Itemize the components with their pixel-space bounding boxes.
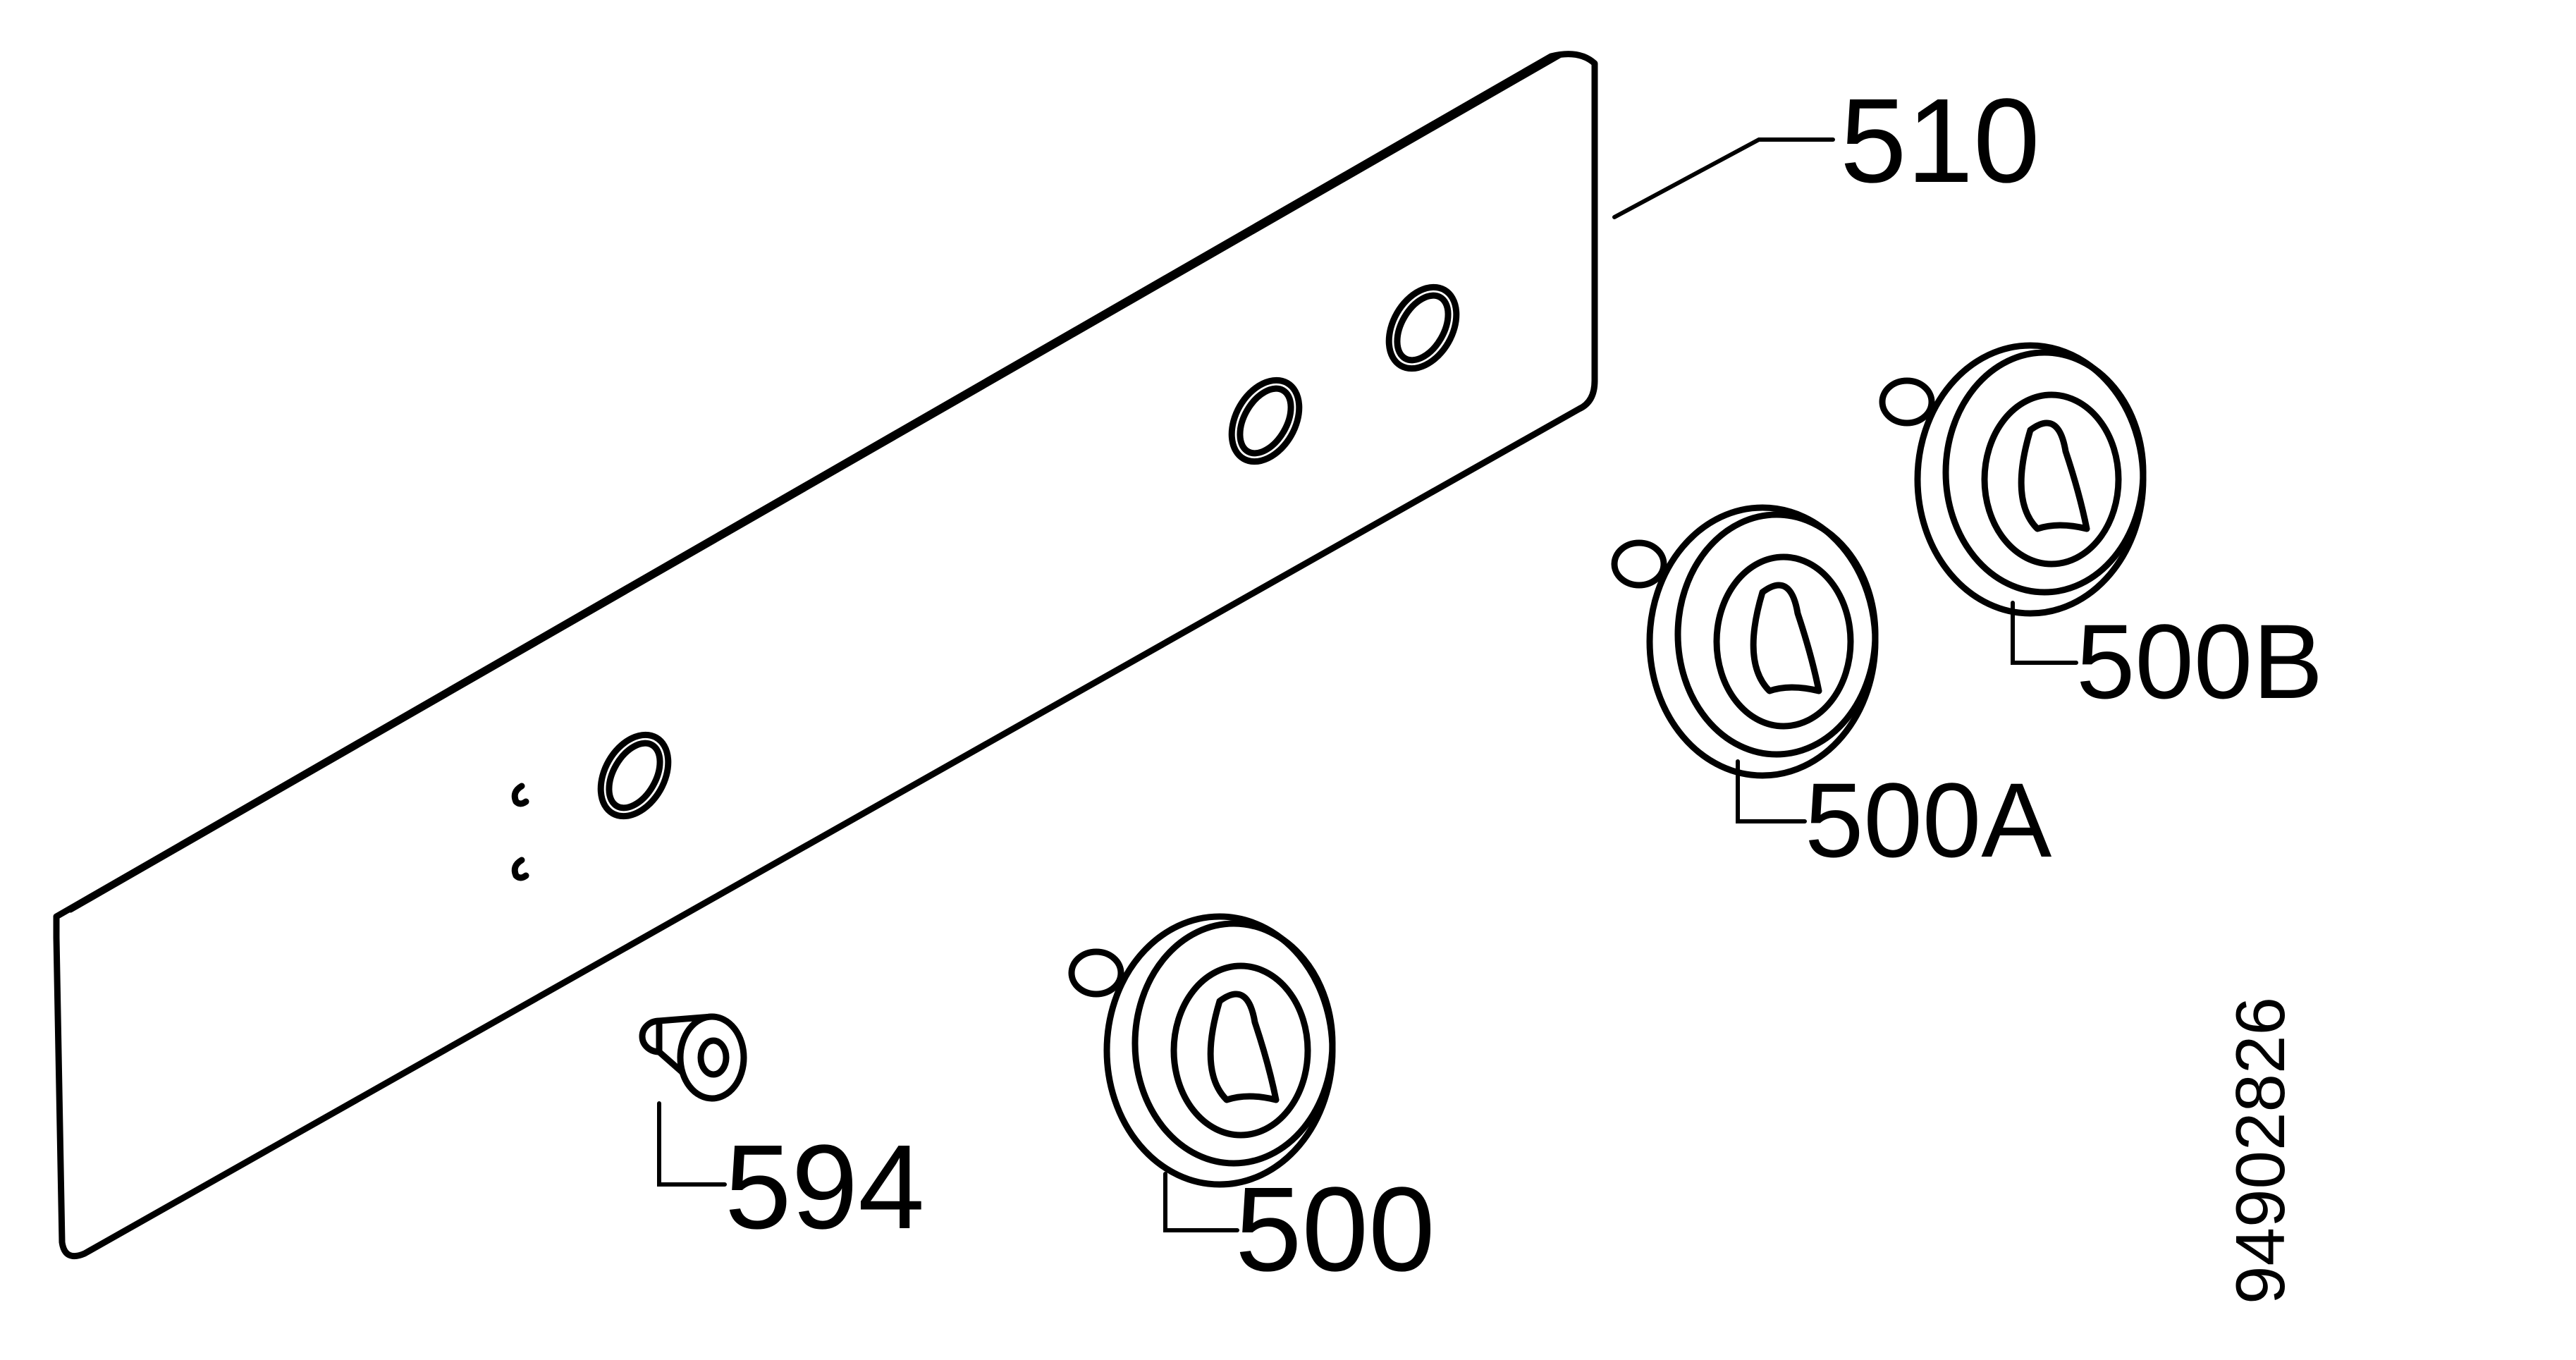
panel-slot: [511, 857, 529, 881]
panel-hole: [1228, 376, 1303, 465]
knob-500a: [1611, 504, 1879, 779]
label-500b: 500B: [2076, 602, 2323, 721]
knob-500: [1068, 913, 1336, 1188]
control-panel: [53, 51, 1598, 1259]
label-500: 500: [1235, 1163, 1435, 1297]
drawing-number: 94902826: [2221, 997, 2299, 1304]
label-500a: 500A: [1805, 761, 2051, 879]
panel-hole: [1385, 283, 1460, 372]
leader-line-500b: [2011, 601, 2078, 665]
leader-line-510: [1612, 137, 1835, 219]
knob-500b: [1879, 342, 2147, 617]
panel-slot: [511, 783, 529, 807]
leader-line-500a: [1736, 759, 1807, 823]
leader-line-500: [1163, 1172, 1239, 1232]
small-knob-594: [639, 1013, 747, 1102]
label-594: 594: [725, 1120, 925, 1254]
leader-line-594: [657, 1101, 727, 1187]
panel-hole: [597, 731, 672, 820]
label-510: 510: [1840, 74, 2040, 208]
